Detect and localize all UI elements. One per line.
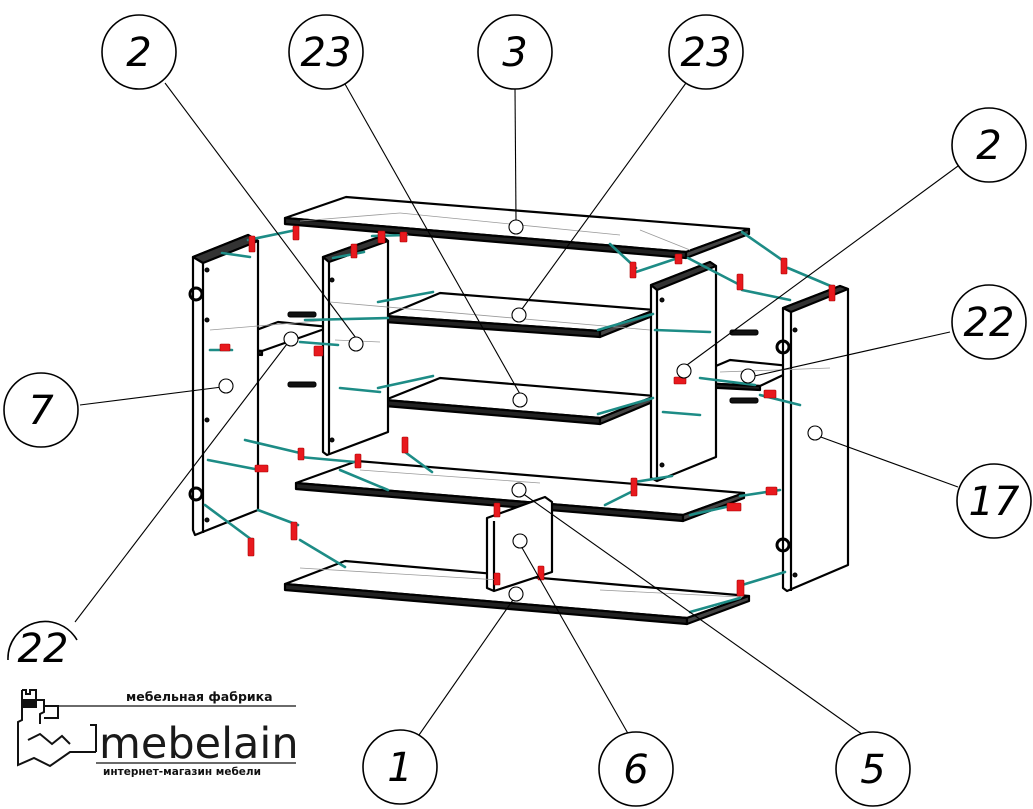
callout-22-right: 22 [951, 284, 1027, 360]
callout-2-right: 2 [951, 107, 1027, 183]
svg-text:5: 5 [860, 747, 885, 793]
callout-23-top-right: 23 [668, 14, 744, 90]
callout-leaders [74, 82, 959, 738]
panels [191, 195, 850, 626]
brand-logo: мебельная фабрика mebelain интернет-мага… [17, 689, 299, 778]
brand-tagline: мебельная фабрика [126, 689, 273, 704]
brand-subtitle: интернет-магазин мебели [103, 766, 261, 778]
svg-text:23: 23 [681, 30, 732, 76]
svg-text:2: 2 [976, 123, 1001, 169]
callout-7-left: 7 [3, 372, 79, 448]
castle-icon [17, 689, 97, 768]
svg-text:7: 7 [28, 388, 54, 434]
callout-23-top-left: 23 [288, 14, 364, 90]
svg-text:1: 1 [387, 745, 412, 791]
callout-22-left: 22 [7, 620, 78, 672]
brand-name: mebelain [99, 719, 299, 769]
svg-text:6: 6 [623, 747, 648, 793]
fastener-paths [203, 228, 835, 614]
svg-text:23: 23 [301, 30, 352, 76]
svg-text:2: 2 [126, 30, 151, 76]
callout-3-top: 3 [477, 14, 553, 90]
hardware [188, 267, 798, 578]
callout-17-right: 17 [956, 463, 1032, 539]
callout-1-bottom: 1 [362, 729, 438, 805]
svg-text:3: 3 [502, 30, 527, 76]
callout-6-bottom: 6 [598, 731, 674, 807]
callout-markers [218, 219, 823, 602]
callout-2-top-left: 2 [101, 14, 177, 90]
svg-text:22: 22 [964, 300, 1015, 346]
callout-5-bottom: 5 [835, 731, 911, 807]
svg-text:17: 17 [969, 479, 1020, 525]
fasteners [219, 225, 836, 597]
svg-text:22: 22 [18, 626, 69, 672]
logo-backdrop [0, 665, 300, 809]
